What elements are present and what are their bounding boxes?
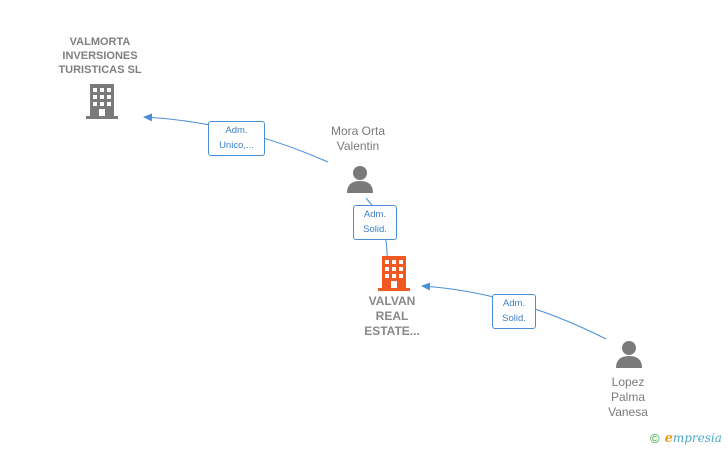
node-label-line: REAL — [375, 309, 409, 323]
node-label-valmorta[interactable]: VALMORTA INVERSIONES TURISTICAS SL — [40, 35, 160, 77]
edge-label-adm-solid-mora[interactable]: Adm. Solid. — [353, 205, 397, 240]
node-label-line: Lopez — [611, 375, 645, 389]
node-label-line: INVERSIONES — [62, 50, 138, 62]
empresia-logo: empresia — [665, 431, 722, 446]
edge-label-line: Adm. — [363, 209, 387, 220]
node-label-valvan-real-estate[interactable]: VALVAN REAL ESTATE... — [342, 294, 442, 339]
edge-label-line: Solid. — [363, 224, 387, 235]
node-label-lopez-palma-vanesa[interactable]: Lopez Palma Vanesa — [588, 375, 668, 420]
edge-label-adm-unico[interactable]: Adm. Unico,... — [208, 121, 265, 156]
edge-label-line: Solid. — [502, 313, 526, 324]
node-label-mora-orta-valentin[interactable]: Mora Orta Valentin — [308, 124, 408, 154]
node-label-line: ESTATE... — [364, 324, 420, 338]
node-label-line: Palma — [610, 390, 645, 404]
node-label-line: Valentin — [336, 139, 380, 153]
node-label-line: VALMORTA — [69, 36, 131, 48]
node-label-line: TURISTICAS SL — [58, 64, 142, 76]
node-label-line: Mora Orta — [330, 124, 385, 138]
node-label-line: Vanesa — [608, 405, 648, 419]
edge-label-line: Unico,... — [219, 140, 254, 151]
copyright-symbol: © — [650, 430, 660, 446]
edge-label-adm-solid-lopez[interactable]: Adm. Solid. — [492, 294, 536, 329]
building-icon[interactable] — [86, 84, 118, 120]
empresia-logo-text: mpresia — [672, 430, 722, 445]
edge-label-line: Adm. — [225, 125, 248, 136]
person-icon[interactable] — [614, 339, 644, 369]
edge-label-line: Adm. — [502, 298, 526, 309]
empresia-brand: © empresia — [650, 429, 722, 447]
building-icon[interactable] — [378, 256, 410, 292]
empresia-logo-e: e — [664, 430, 673, 446]
person-icon[interactable] — [345, 164, 375, 194]
node-label-line: VALVAN — [368, 294, 416, 308]
